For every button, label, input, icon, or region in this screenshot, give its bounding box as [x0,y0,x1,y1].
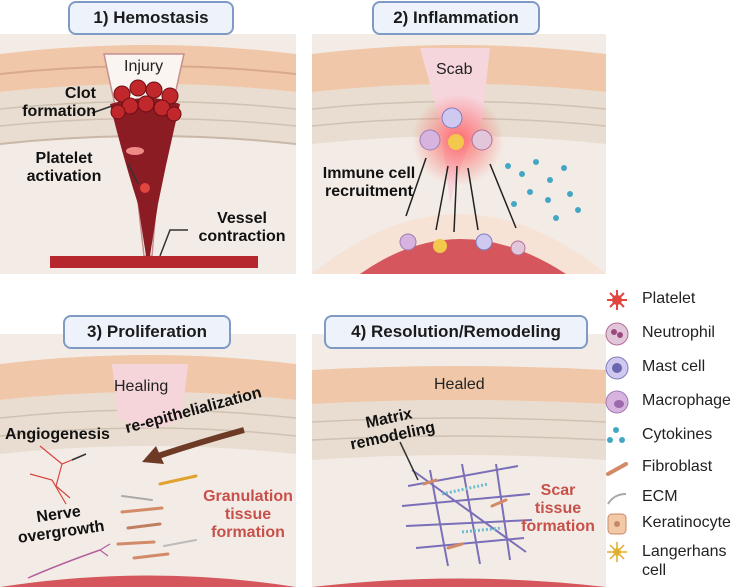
platelet-line-1: Platelet [35,150,93,167]
platelet-activation-label: Platelet activation [4,150,124,186]
cytokines-icon [607,427,625,443]
hemostasis-illustration [0,34,296,274]
legend-platelet: Platelet [604,288,749,312]
legend-cytokines-label: Cytokines [642,426,713,443]
legend-fibroblast-label: Fibroblast [642,458,713,475]
platelet-icon [607,290,627,310]
scar-line-2: tissue [534,500,582,517]
immune-line-2: recruitment [324,183,414,200]
legend-langerhans: Langerhans cell [604,540,749,584]
scar-label: Scar tissue formation [518,482,598,536]
immune-line-1: Immune cell [322,165,416,182]
fibroblast-icon [606,462,628,476]
injury-label: Injury [124,58,164,75]
ecm-icon [607,493,627,505]
resolution-illustration [312,334,606,587]
legend-cytokines: Cytokines [604,424,749,448]
proliferation-illustration [0,334,296,587]
immune-recruitment-label: Immune cell recruitment [314,165,424,201]
legend-macrophage: Macrophage [604,390,749,414]
vessel-line-2: contraction [198,228,286,245]
legend-macrophage-label: Macrophage [642,392,731,409]
panel-hemostasis: Injury Clot formation Platelet activatio… [0,34,296,274]
proliferation-title: 3) Proliferation [63,315,231,349]
panel-resolution: Healed Matrix remodeling Scar tissue for… [312,334,606,587]
legend-keratinocyte-label: Keratinocyte [642,514,731,531]
inflammation-illustration [312,34,606,274]
granulation-line-1: Granulation [203,488,293,505]
hemostasis-title: 1) Hemostasis [68,1,234,35]
healing-label: Healing [114,378,169,395]
mast-cell-icon [605,356,629,380]
granulation-label: Granulation tissue formation [200,488,296,542]
langerhans-line-2: cell [642,562,667,579]
langerhans-icon [607,542,627,562]
angiogenesis-label: Angiogenesis [5,426,110,443]
legend-ecm-label: ECM [642,488,678,505]
legend-fibroblast: Fibroblast [604,456,749,480]
legend-keratinocyte: Keratinocyte [604,512,749,536]
platelet-line-2: activation [26,168,102,185]
legend-ecm: ECM [604,486,749,510]
neutrophil-icon [605,322,629,346]
clot-formation-label: Clot formation [14,85,96,121]
scab-label: Scab [436,61,473,78]
clot-line-1: Clot [64,85,96,102]
granulation-line-3: formation [211,524,285,541]
legend-platelet-label: Platelet [642,290,696,307]
scar-line-3: formation [521,518,595,535]
vessel-contraction-label: Vessel contraction [192,210,292,246]
granulation-line-2: tissue [224,506,272,523]
healed-label: Healed [434,376,485,393]
inflammation-title: 2) Inflammation [372,1,540,35]
legend-mast: Mast cell [604,356,749,380]
vessel-line-1: Vessel [217,210,267,227]
panel-inflammation: Scab Immune cell recruitment [312,34,606,274]
resolution-title: 4) Resolution/Remodeling [324,315,588,349]
keratinocyte-icon [607,513,627,535]
panel-proliferation: Healing Angiogenesis re-epithelializatio… [0,334,296,587]
clot-line-2: formation [22,103,96,120]
legend-langerhans-label: Langerhans cell [642,542,727,580]
scar-line-1: Scar [540,482,576,499]
legend-mast-label: Mast cell [642,358,706,375]
langerhans-line-1: Langerhans [642,543,727,560]
macrophage-icon [605,390,629,414]
legend-neutrophil-label: Neutrophil [642,324,715,341]
legend-neutrophil: Neutrophil [604,322,749,346]
